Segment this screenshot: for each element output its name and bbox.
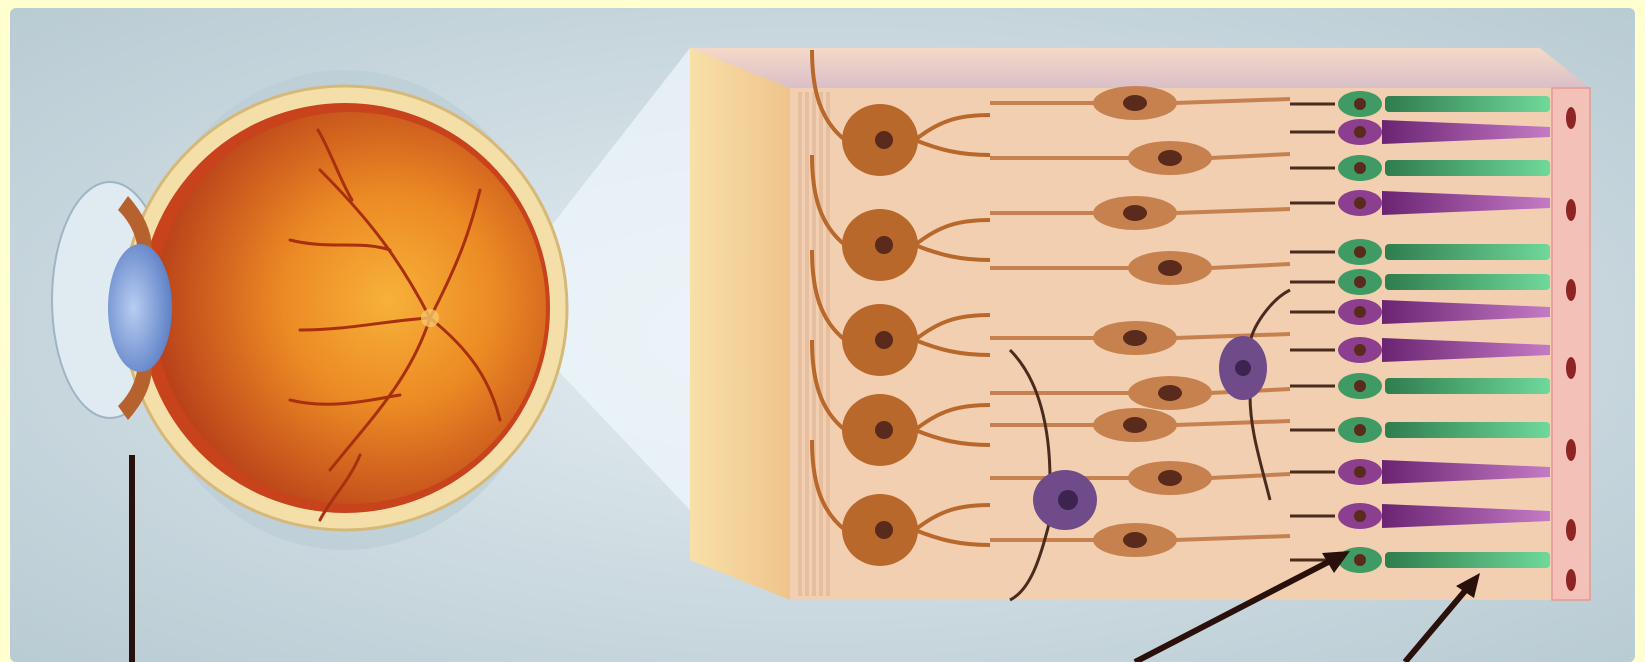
- rod-outer-segment: [1385, 422, 1550, 438]
- cone-nucleus: [1354, 466, 1366, 478]
- rod-outer-segment: [1385, 274, 1550, 290]
- block-front-face: [690, 48, 790, 600]
- ganglion-nucleus: [875, 331, 893, 349]
- rod-nucleus: [1354, 98, 1366, 110]
- cone-nucleus: [1354, 197, 1366, 209]
- rod-outer-segment: [1385, 160, 1550, 176]
- ganglion-nucleus: [875, 236, 893, 254]
- bipolar-nucleus: [1158, 470, 1182, 486]
- epithelium-nucleus: [1566, 519, 1576, 541]
- rod-outer-segment: [1385, 96, 1550, 112]
- rod-outer-segment: [1385, 244, 1550, 260]
- bipolar-nucleus: [1158, 150, 1182, 166]
- rod-nucleus: [1354, 424, 1366, 436]
- bipolar-nucleus: [1158, 260, 1182, 276]
- optic-disc: [421, 309, 439, 327]
- bipolar-nucleus: [1123, 417, 1147, 433]
- bipolar-nucleus: [1123, 95, 1147, 111]
- ganglion-nucleus: [875, 521, 893, 539]
- ganglion-nucleus: [875, 131, 893, 149]
- rod-nucleus: [1354, 162, 1366, 174]
- epithelium-nucleus: [1566, 279, 1576, 301]
- bipolar-nucleus: [1123, 330, 1147, 346]
- epithelium-nucleus: [1566, 107, 1576, 129]
- rod-nucleus: [1354, 380, 1366, 392]
- bipolar-nucleus: [1158, 385, 1182, 401]
- epithelium-nucleus: [1566, 199, 1576, 221]
- ganglion-nucleus: [875, 421, 893, 439]
- cone-nucleus: [1354, 126, 1366, 138]
- cone-nucleus: [1354, 510, 1366, 522]
- bipolar-nucleus: [1123, 205, 1147, 221]
- bipolar-nucleus: [1123, 532, 1147, 548]
- rod-nucleus: [1354, 246, 1366, 258]
- rod-outer-segment: [1385, 378, 1550, 394]
- block-top-face: [690, 48, 1590, 88]
- rod-outer-segment: [1385, 552, 1550, 568]
- cone-nucleus: [1354, 344, 1366, 356]
- rod-nucleus: [1354, 276, 1366, 288]
- amacrine-nucleus: [1058, 490, 1078, 510]
- epithelium-nucleus: [1566, 357, 1576, 379]
- horizontal-nucleus: [1235, 360, 1251, 376]
- cone-nucleus: [1354, 306, 1366, 318]
- lens: [108, 244, 172, 372]
- epithelium-nucleus: [1566, 569, 1576, 591]
- epithelium-nucleus: [1566, 439, 1576, 461]
- rod-nucleus: [1354, 554, 1366, 566]
- retina-block: [690, 48, 1590, 600]
